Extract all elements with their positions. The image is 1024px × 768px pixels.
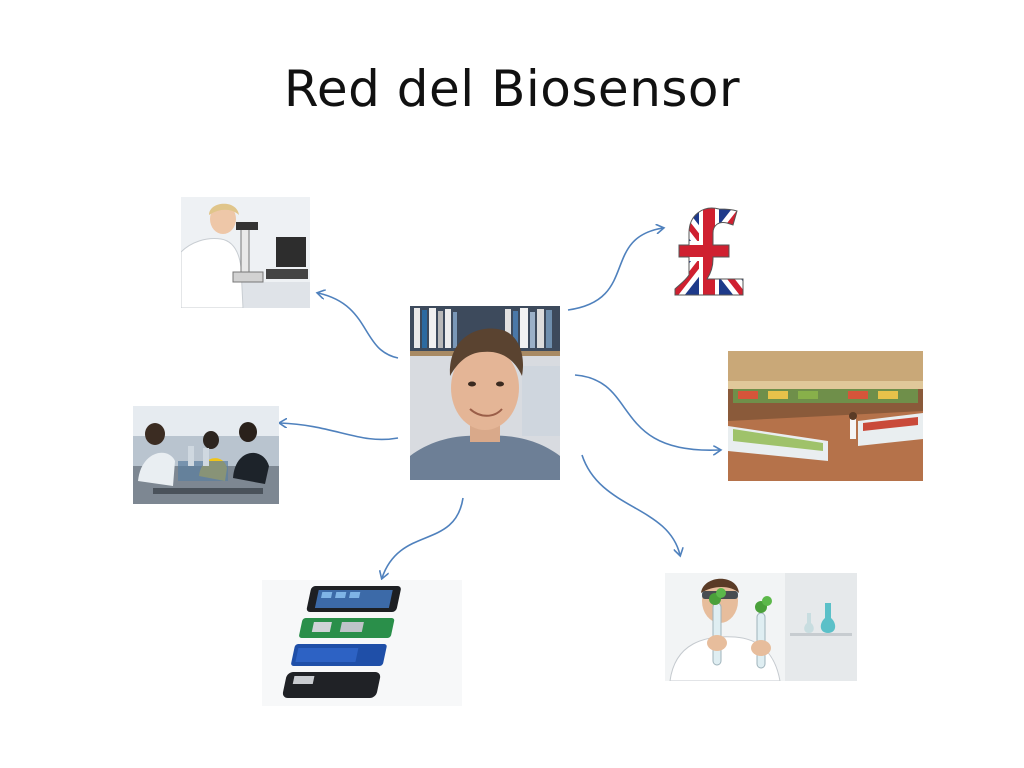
arrow-to-phone-components (382, 497, 464, 578)
supermarket-photo (728, 351, 923, 481)
arrow-to-pound-sign (567, 228, 663, 311)
arrow-to-plant-researcher (581, 454, 680, 555)
pound-sign-photo (673, 205, 745, 297)
lab-scientist-photo (181, 197, 310, 308)
arrow-to-supermarket (574, 374, 720, 450)
students-lab-photo (133, 406, 279, 504)
phone-components-photo (262, 580, 462, 706)
plant-researcher-photo (665, 573, 857, 681)
arrow-to-lab-scientist (318, 293, 399, 359)
arrow-to-students-lab (280, 423, 399, 441)
slide-title: Red del Biosensor (283, 60, 741, 118)
center-portrait-photo (410, 306, 560, 480)
